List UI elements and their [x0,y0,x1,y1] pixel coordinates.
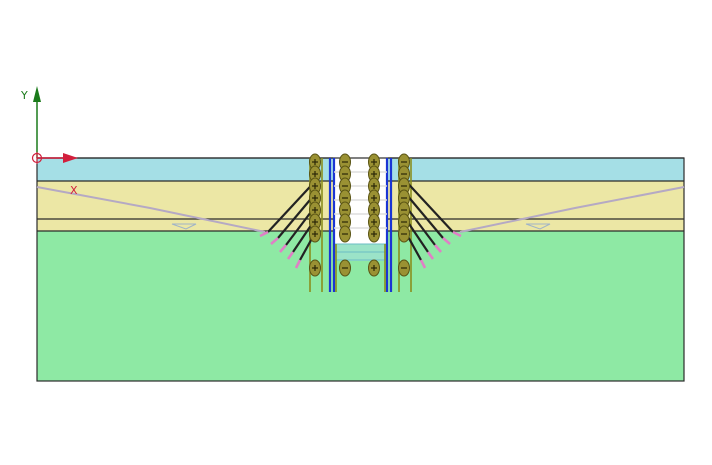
node-marker [368,225,380,243]
node-marker [398,259,410,277]
axes: Y X [20,86,78,197]
node-marker [368,153,380,171]
node-marker [398,225,410,243]
node-marker [309,259,321,277]
phreatic-lines [36,186,685,233]
node-marker [309,225,321,243]
load-nodes [309,153,410,277]
node-marker [398,153,410,171]
node-marker [339,177,351,195]
node-marker [309,213,321,231]
soil-layers [37,158,684,381]
node-marker [368,201,380,219]
x-axis-arrow-icon [63,153,78,163]
grout-bodies [259,230,462,269]
node-marker [339,225,351,243]
retaining-walls [328,158,393,292]
water-markers [171,223,551,230]
y-axis-label: Y [20,89,28,102]
node-marker [339,259,351,277]
y-axis-arrow-icon [33,86,41,102]
layer-boundaries [36,157,685,382]
node-marker [368,213,380,231]
node-marker [368,259,380,277]
x-axis-label: X [70,184,78,197]
